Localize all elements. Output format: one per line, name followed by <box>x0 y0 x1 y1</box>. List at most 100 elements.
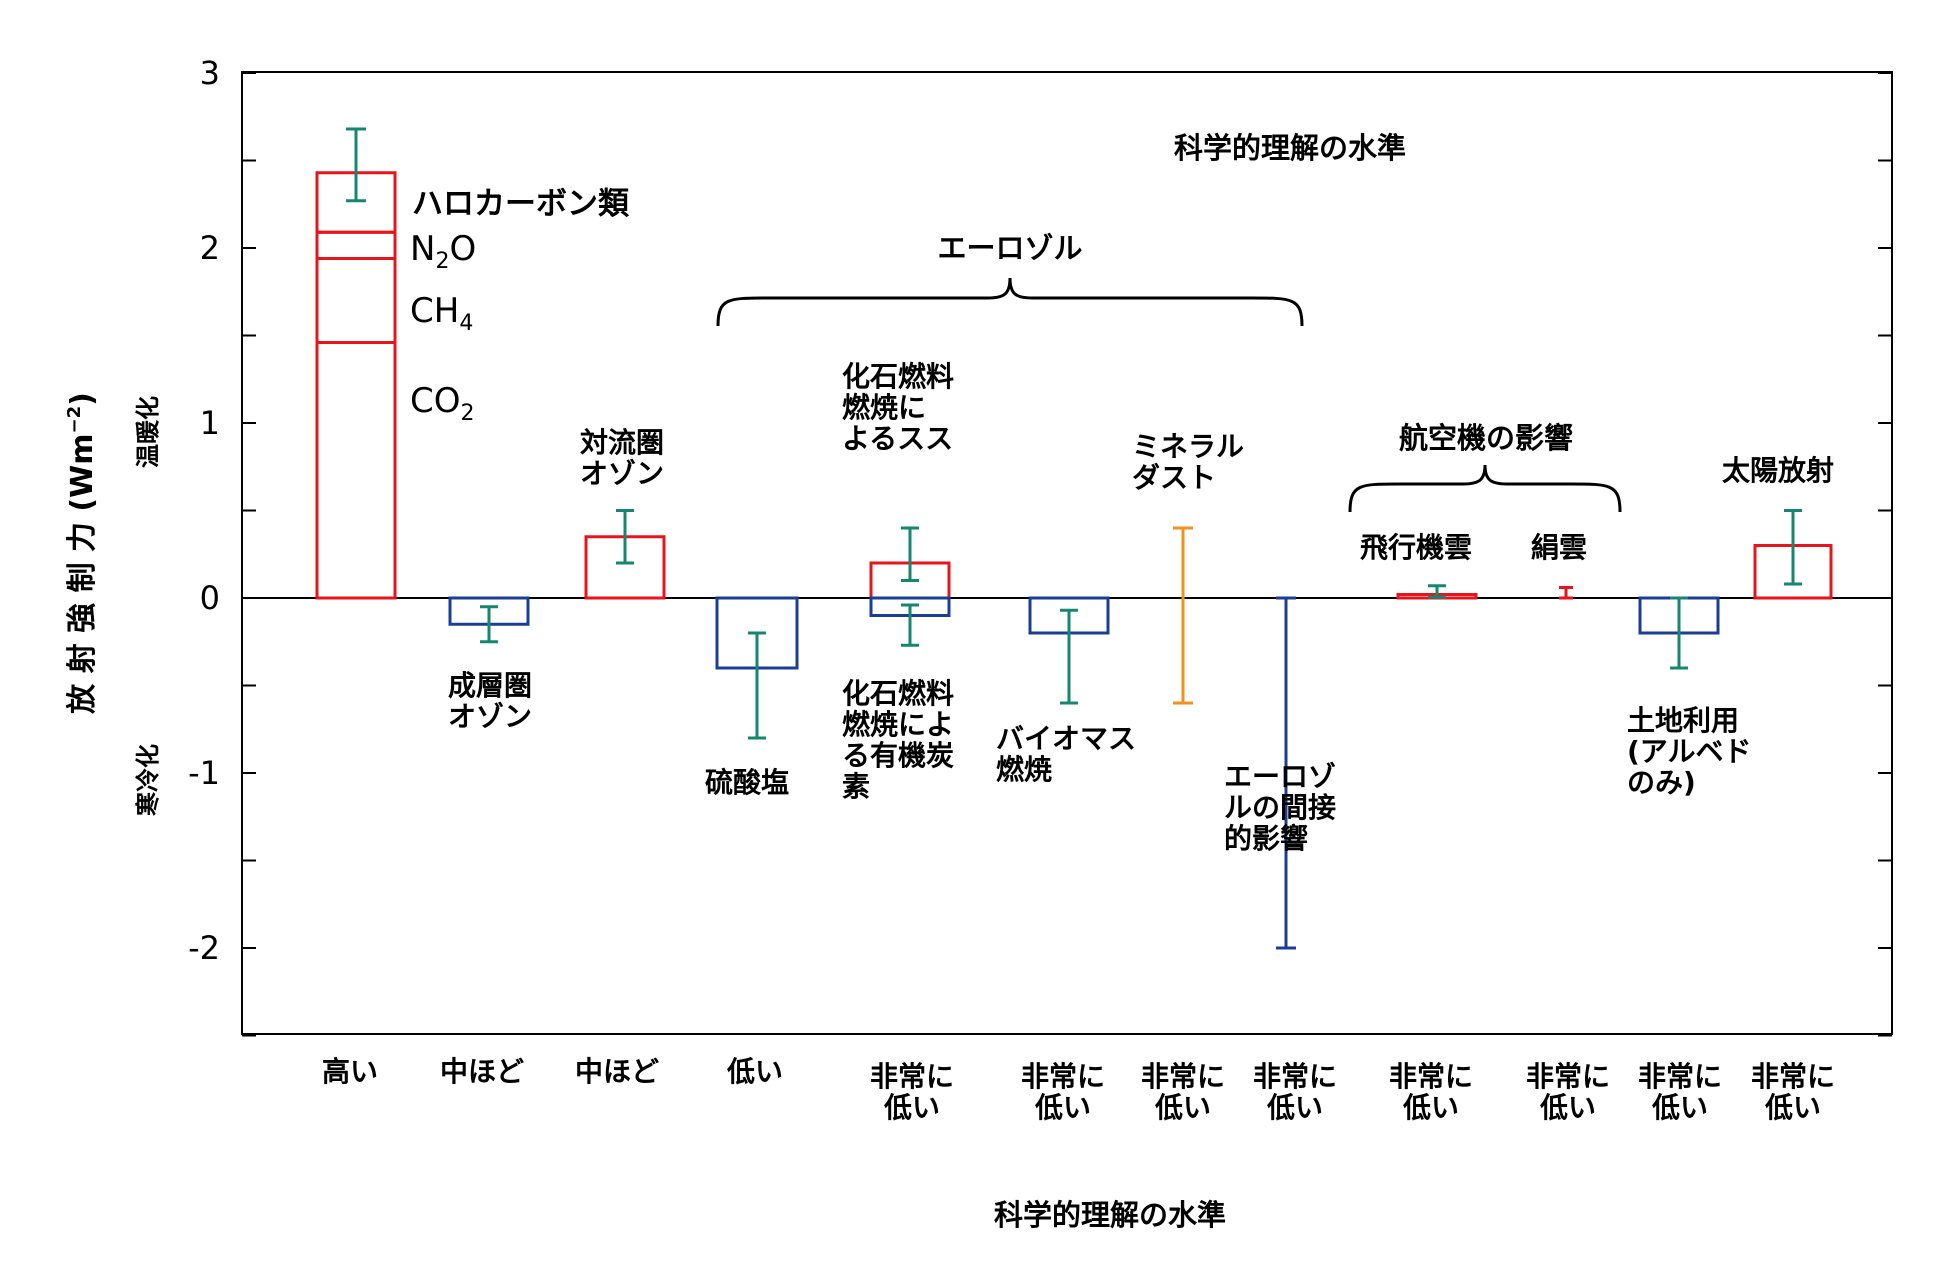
understanding-level-biomass-line: 非常に <box>1021 1060 1105 1093</box>
bar-label-strat-ozone-line: オゾン <box>448 700 532 733</box>
y-tick-label: 3 <box>200 54 220 92</box>
bar-label-strat-ozone: 成層圏オゾン <box>448 669 532 733</box>
y-tick-label: -2 <box>188 929 220 967</box>
bar-label-fossil-bc-line: 燃焼に <box>842 391 926 424</box>
y-tick-label: 2 <box>200 229 220 267</box>
error-bar-fossil-oc <box>901 603 919 647</box>
understanding-level-fossil: 非常に低い <box>870 1060 954 1124</box>
warming-label-group: 温暖化 <box>134 396 162 468</box>
y-axis-label-text: 放 射 強 制 力 (Wm <box>65 434 100 715</box>
ghg-error-bar <box>346 127 366 203</box>
understanding-level-fossil-line: 低い <box>883 1091 940 1124</box>
bar-label-fossil-bc: 化石燃料燃焼によるスス <box>842 360 954 455</box>
understanding-level-indirect: 非常に低い <box>1253 1060 1337 1124</box>
y-tick-label: 1 <box>200 404 220 442</box>
bar-label-strat-ozone-line: 成層圏 <box>448 669 532 702</box>
bar-label-fossil-oc-line: 素 <box>842 770 870 803</box>
understanding-level-biomass: 非常に低い <box>1021 1060 1105 1124</box>
aviation-brace <box>1348 464 1622 513</box>
understanding-level-biomass-line: 低い <box>1034 1091 1091 1124</box>
error-bar-fossil-bc <box>901 526 919 582</box>
understanding-level-mineral-dust-line: 低い <box>1154 1091 1211 1124</box>
understanding-level-sulfate: 低い <box>726 1055 783 1088</box>
bar-label-sulfate: 硫酸塩 <box>705 766 789 799</box>
understanding-level-ghg-line: 高い <box>322 1055 378 1088</box>
understanding-level-land-use: 非常に低い <box>1638 1060 1722 1124</box>
error-bar-contrails <box>1428 584 1446 599</box>
group-label-aerosol: エーロゾル <box>937 231 1082 265</box>
bar-label-fossil-oc-line: る有機炭 <box>842 739 954 772</box>
understanding-level-contrails-line: 低い <box>1402 1091 1459 1124</box>
bar-label-sulfate-line: 硫酸塩 <box>705 766 789 799</box>
y-axis-label: 放 射 強 制 力 (Wm−2) <box>64 392 100 715</box>
bar-labels: 成層圏オゾン対流圏オゾン硫酸塩化石燃料燃焼によるスス化石燃料燃焼による有機炭素バ… <box>448 360 1834 855</box>
forcing-bars <box>448 509 1833 950</box>
bar-label-mineral-dust-line: ダスト <box>1132 461 1216 494</box>
bar-label-trop-ozone-line: オゾン <box>580 457 664 490</box>
ghg-species-labels: ハロカーボン類 N2O CH4 CO2 <box>410 186 630 426</box>
understanding-level-mineral-dust-line: 非常に <box>1141 1060 1225 1093</box>
bar-label-contrails-line: 飛行機雲 <box>1360 531 1472 564</box>
error-bar-biomass <box>1060 608 1078 705</box>
bar-label-indirect-line: エーロゾ <box>1224 760 1336 793</box>
bar-label-fossil-oc-line: 化石燃料 <box>842 677 954 710</box>
y-axis-label-group: 放 射 強 制 力 (Wm−2) <box>64 392 100 715</box>
error-bar-sulfate <box>748 631 766 740</box>
bar-label-indirect: エーロゾルの間接的影響 <box>1224 760 1336 855</box>
halocarbon-label: ハロカーボン類 <box>412 186 630 222</box>
understanding-level-cirrus-line: 非常に <box>1526 1060 1610 1093</box>
error-bar-mineral-dust <box>1173 526 1193 705</box>
error-bar-solar <box>1784 509 1802 586</box>
bar-label-fossil-bc-line: 化石燃料 <box>842 360 954 393</box>
error-bar-trop-ozone <box>616 509 634 565</box>
x-axis-label: 科学的理解の水準 <box>994 1198 1226 1232</box>
understanding-level-solar-line: 非常に <box>1751 1060 1835 1093</box>
understanding-level-indirect-line: 低い <box>1266 1091 1323 1124</box>
bar-label-solar-line: 太陽放射 <box>1722 454 1834 487</box>
warming-label: 温暖化 <box>134 396 162 468</box>
understanding-level-labels: 高い中ほど中ほど低い非常に低い非常に低い非常に低い非常に低い非常に低い非常に低い… <box>322 1055 1835 1124</box>
understanding-level-fossil-line: 非常に <box>870 1060 954 1093</box>
bar-label-indirect-line: 的影響 <box>1224 822 1308 855</box>
understanding-level-cirrus: 非常に低い <box>1526 1060 1610 1124</box>
ghg-stacked-bar <box>315 127 397 600</box>
bar-label-fossil-bc-line: よるスス <box>842 422 953 455</box>
bar-label-biomass-line: バイオマス <box>996 722 1136 755</box>
bar-label-contrails: 飛行機雲 <box>1360 531 1472 564</box>
bar-label-mineral-dust-line: ミネラル <box>1132 430 1244 463</box>
aerosol-brace <box>716 277 1304 327</box>
error-bar-cirrus <box>1559 586 1573 600</box>
understanding-level-strat-ozone: 中ほど <box>440 1055 524 1088</box>
bar-label-land-use-line: のみ) <box>1627 766 1696 799</box>
bar-label-mineral-dust: ミネラルダスト <box>1132 430 1244 494</box>
understanding-level-sulfate-line: 低い <box>726 1055 783 1088</box>
group-label-aviation: 航空機の影響 <box>1399 421 1573 455</box>
cooling-label: 寒冷化 <box>134 744 162 816</box>
ch4-label: CH4 <box>410 291 473 336</box>
y-tick-label: -1 <box>188 754 220 792</box>
bar-label-biomass-line: 燃焼 <box>996 753 1052 786</box>
understanding-level-land-use-line: 低い <box>1651 1091 1708 1124</box>
cooling-label-group: 寒冷化 <box>134 744 162 816</box>
chart-title: 科学的理解の水準 <box>1174 131 1406 165</box>
understanding-level-contrails-line: 非常に <box>1389 1060 1473 1093</box>
understanding-level-land-use-line: 非常に <box>1638 1060 1722 1093</box>
bar-label-biomass: バイオマス燃焼 <box>996 722 1136 786</box>
y-axis-label-unit-exponent: −2 <box>64 406 85 434</box>
co2-label: CO2 <box>410 381 475 426</box>
bar-label-cirrus-line: 絹雲 <box>1531 531 1587 564</box>
bar-label-fossil-oc-line: 燃焼によ <box>842 708 954 741</box>
understanding-level-solar: 非常に低い <box>1751 1060 1835 1124</box>
n2o-label: N2O <box>410 229 476 274</box>
understanding-level-contrails: 非常に低い <box>1389 1060 1473 1124</box>
understanding-level-trop-ozone: 中ほど <box>575 1055 659 1088</box>
y-axis-label-close: ) <box>65 392 100 406</box>
understanding-level-indirect-line: 非常に <box>1253 1060 1337 1093</box>
bar-label-trop-ozone: 対流圏オゾン <box>580 426 664 490</box>
bar-label-trop-ozone-line: 対流圏 <box>580 426 664 459</box>
understanding-level-ghg: 高い <box>322 1055 378 1088</box>
